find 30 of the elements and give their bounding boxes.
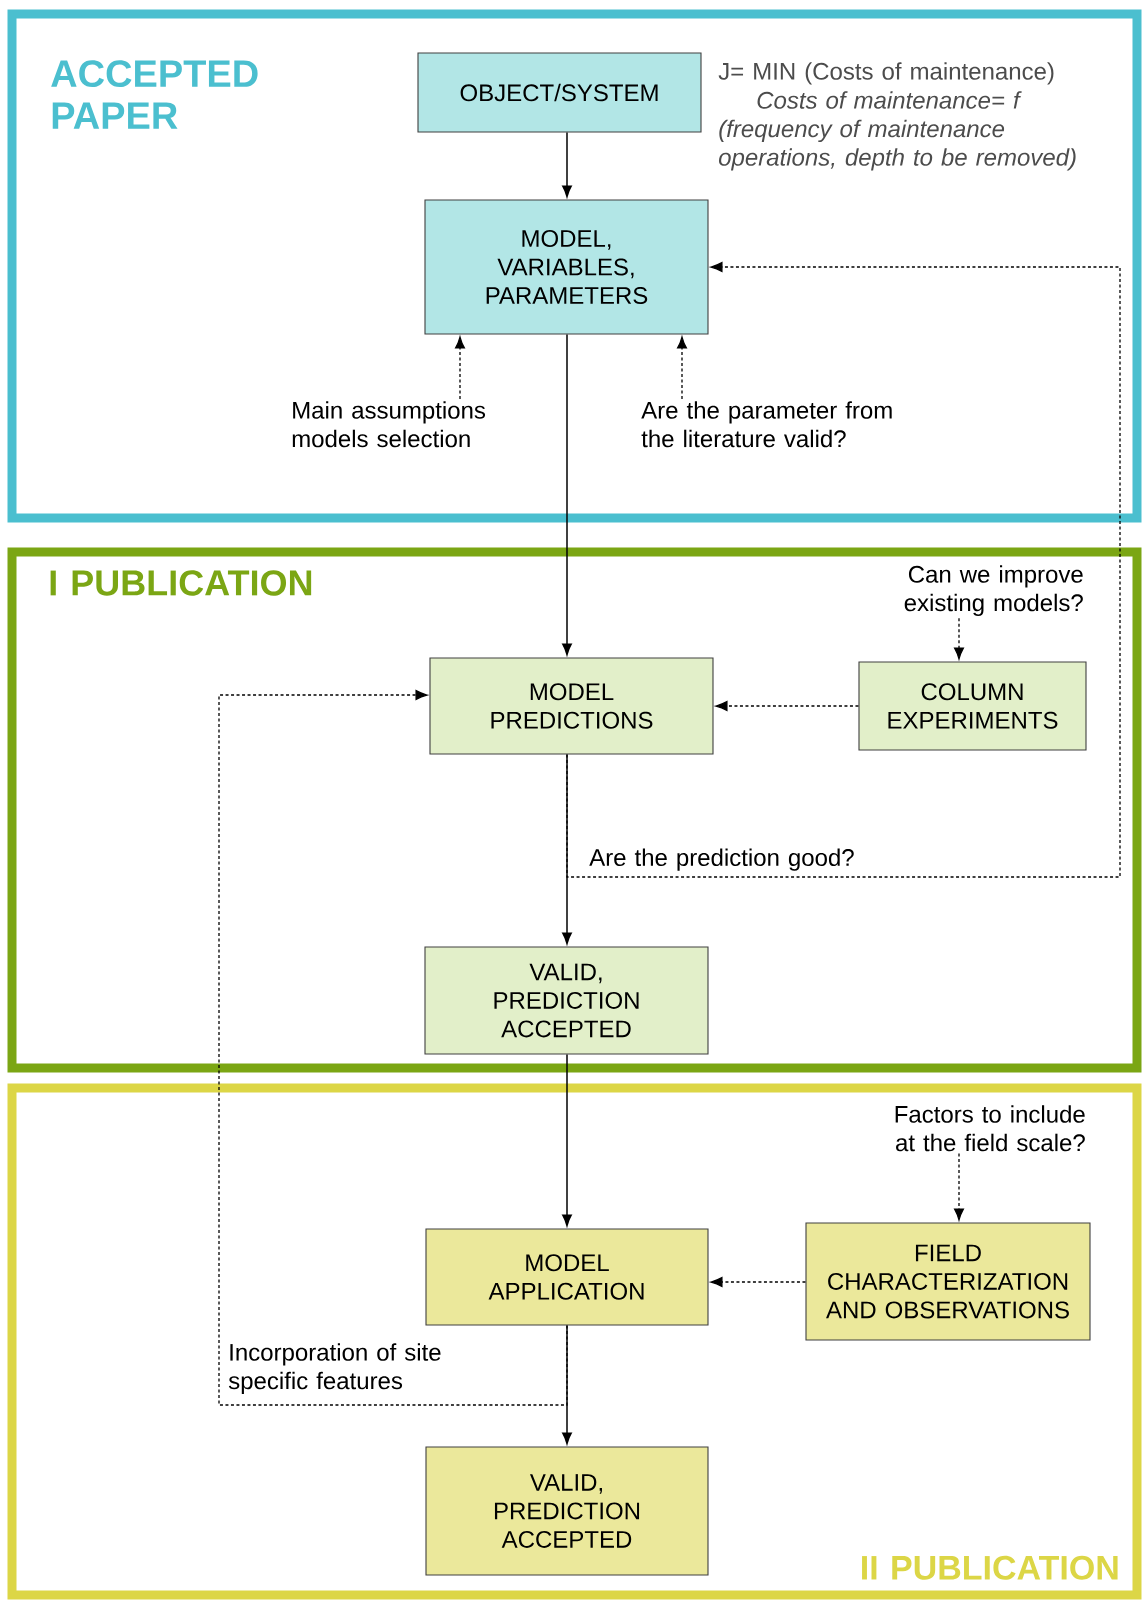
process-box: MODEL PREDICTIONS [429,657,714,755]
arrow [562,333,572,656]
dashed-arrow [566,262,1121,878]
section-heading: I PUBLICATION [50,570,312,596]
process-box: VALID, PREDICTION ACCEPTED [424,946,709,1055]
question-text: Can we improve existing models? [904,565,1083,617]
dashed-arrow [954,617,964,660]
dashed-arrow [710,1277,807,1287]
question-text: Main assumptions models selection [292,401,486,448]
process-box: OBJECT/SYSTEM [417,52,702,133]
dashed-arrow [677,336,687,400]
question-text: Factors to include at the field scale? [895,1105,1085,1152]
edge-label: Incorporation of site specific features [228,1343,441,1395]
dashed-arrow [954,1152,964,1221]
dashed-arrow [715,701,860,711]
process-box: VALID, PREDICTION ACCEPTED [425,1446,709,1576]
section-heading: II PUBLICATION [862,1555,1118,1580]
process-box: COLUMN EXPERIMENTS [858,661,1087,751]
arrow [562,1053,572,1227]
process-box: FIELD CHARACTERIZATION AND OBSERVATIONS [805,1222,1091,1341]
section-heading: ACCEPTED PAPER [51,60,258,129]
edge-label: Are the prediction good? [589,848,854,871]
dashed-arrow [218,690,568,1406]
process-box: MODEL APPLICATION [425,1228,709,1326]
objective-text: Costs of maintenance= f (frequency of maintenance operations, depth to be removed) [719,91,1076,171]
process-box: MODEL, VARIABLES, PARAMETERS [424,199,709,335]
dashed-arrow [455,336,465,400]
question-text: Are the parameter from the literature valid? [641,401,892,448]
arrow [562,131,572,198]
objective-text: J= MIN (Costs of maintenance) [718,62,1054,85]
